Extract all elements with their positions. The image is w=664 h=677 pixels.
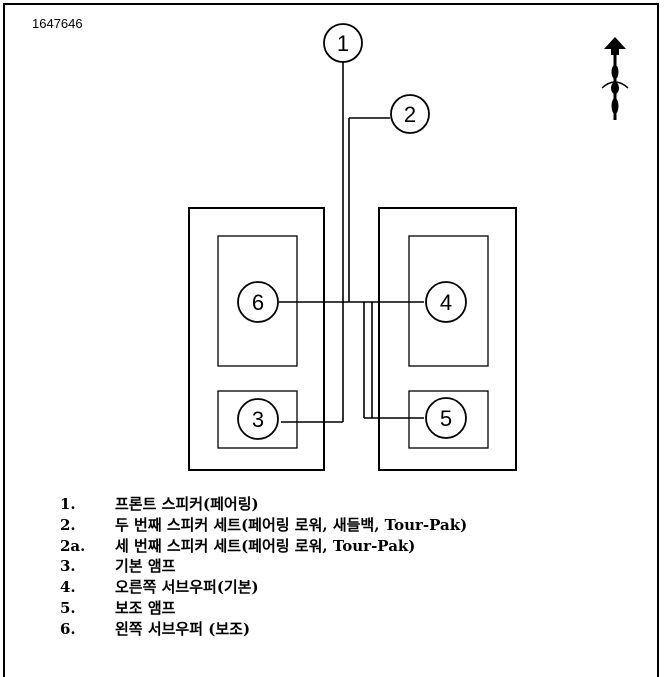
legend-item: 6.왼쪽 서브우퍼 (보조) [60,619,251,638]
svg-text:6: 6 [252,290,264,315]
callout-6: 6 [237,281,279,323]
callout-1: 1 [323,23,363,63]
primary-amp-box [217,390,298,449]
callout-2: 2 [390,94,430,134]
legend-item: 4.오른쪽 서브우퍼(기본) [60,578,259,597]
legend-item: 2a.세 번째 스피커 세트(페어링 로워, Tour-Pak) [60,536,416,555]
legend-item: 1.프론트 스피커(페어링) [60,495,259,513]
right-enclosure [378,207,517,471]
svg-text:4: 4 [440,290,452,315]
vehicle-front-arrow-icon [601,37,629,120]
legend-item: 2.두 번째 스피커 세트(페어링 로워, 새들백, Tour-Pak) [60,515,468,534]
callout-5: 5 [425,397,467,439]
secondary-amp-box [408,390,489,449]
wiring-diagram: 1 2 3 4 5 6 [188,23,629,471]
figure-id: 1647646 [32,16,83,31]
legend-item: 3.기본 앰프 [60,557,176,576]
callout-3: 3 [237,398,279,440]
left-subwoofer-box [217,235,298,367]
right-subwoofer-box [408,235,489,367]
left-enclosure [188,207,325,471]
legend-list: 1.프론트 스피커(페어링) 2.두 번째 스피커 세트(페어링 로워, 새들백… [60,494,467,640]
wires [279,60,424,423]
svg-text:2: 2 [404,102,416,127]
svg-text:5: 5 [440,406,452,431]
figure-frame [3,3,659,677]
svg-text:1: 1 [337,31,349,56]
svg-text:3: 3 [252,407,264,432]
legend-item: 5.보조 앰프 [60,598,176,617]
callout-4: 4 [425,281,467,323]
